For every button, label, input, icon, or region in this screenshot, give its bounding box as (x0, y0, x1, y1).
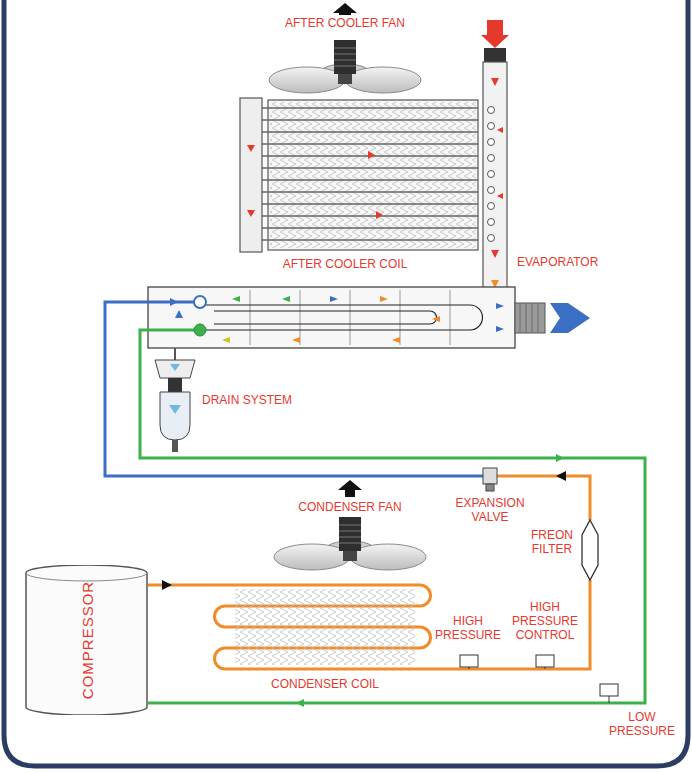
part-label: FREON FILTER (527, 528, 577, 556)
part-label: HIGH PRESSURE (432, 614, 504, 642)
part-label: AFTER COOLER FAN (285, 16, 405, 30)
after-cooler-coil (240, 98, 478, 252)
compressor-node: COMPRESSOR (25, 565, 148, 715)
part-label: HIGH PRESSURE CONTROL (509, 600, 581, 642)
refrigerant-lines (105, 296, 645, 707)
condenser-fan (274, 480, 426, 570)
part-label: CONDENSER FAN (298, 500, 401, 514)
part-label: LOW PRESSURE (606, 710, 678, 738)
heat-exchanger (148, 287, 590, 348)
freon-filter (582, 520, 598, 580)
part-label: EVAPORATOR (517, 255, 598, 269)
frame (4, 0, 688, 766)
after-cooler-fan (269, 3, 421, 93)
part-label: DRAIN SYSTEM (202, 393, 292, 407)
condenser-coil (235, 589, 415, 665)
node-label: COMPRESSOR (78, 581, 95, 699)
evaporator-column (481, 20, 509, 300)
part-label: EXPANSION VALVE (450, 496, 530, 524)
pressure-switches (460, 655, 618, 703)
expansion-valve (483, 468, 497, 491)
part-label: AFTER COOLER COIL (283, 257, 408, 271)
part-label: CONDENSER COIL (271, 677, 379, 691)
drain-system (155, 348, 195, 452)
